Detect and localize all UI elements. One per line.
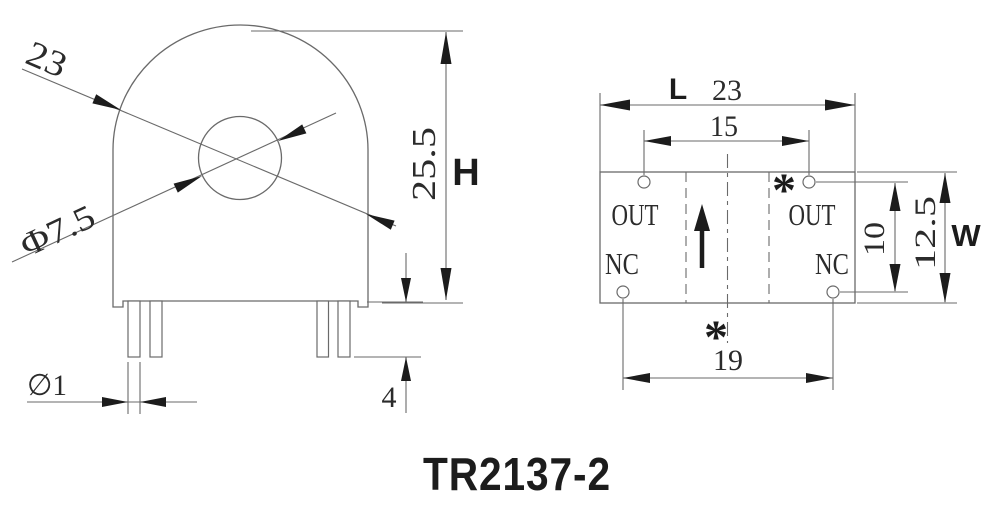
arrowhead bbox=[889, 183, 901, 211]
front-pin bbox=[127, 300, 141, 358]
current-direction-arrow bbox=[694, 204, 710, 268]
dim-outer-diameter-value: 23 bbox=[21, 33, 73, 85]
pin-label-nc-right: NC bbox=[815, 246, 849, 281]
pin-label-out-right: OUT bbox=[789, 197, 836, 232]
dim-height-value: 25.5 bbox=[406, 127, 443, 201]
dim-top-pin-spacing: 15 bbox=[643, 110, 810, 175]
arrowhead bbox=[782, 136, 809, 146]
dim-pin-diameter: ∅1 bbox=[27, 362, 197, 414]
front-pins bbox=[127, 300, 351, 358]
arrowhead bbox=[825, 99, 855, 111]
part-number: TR2137-2 bbox=[423, 448, 611, 500]
pin-nc-right bbox=[826, 285, 840, 299]
dim-pin-row-spacing-value: 10 bbox=[858, 222, 891, 256]
length-label: L bbox=[669, 73, 687, 106]
dim-height: 25.5 H bbox=[251, 30, 480, 304]
arrowhead bbox=[92, 94, 121, 110]
bottom-view: OUT OUT NC NC * * L 23 15 bbox=[599, 73, 981, 390]
front-pin bbox=[149, 300, 163, 358]
front-view: 23 Φ7.5 25.5 H 4 bbox=[11, 24, 480, 414]
height-label: H bbox=[452, 152, 479, 194]
front-hole bbox=[197, 115, 283, 201]
dim-hole-diameter-value: Φ7.5 bbox=[15, 198, 101, 264]
polarity-mark-top: * bbox=[772, 164, 796, 217]
arrowhead bbox=[440, 32, 452, 64]
arrowhead bbox=[401, 357, 411, 381]
arrowhead bbox=[401, 278, 411, 302]
front-pin bbox=[316, 300, 330, 358]
dim-top-pin-spacing-value: 15 bbox=[710, 110, 738, 143]
dim-width: 12.5 W bbox=[857, 171, 981, 304]
arrowhead bbox=[600, 99, 630, 111]
arrowhead bbox=[173, 176, 202, 193]
arrowhead bbox=[278, 124, 307, 141]
arrowhead bbox=[806, 373, 833, 383]
arrowhead bbox=[140, 397, 166, 407]
dim-pin-length: 4 bbox=[354, 253, 423, 414]
dim-bottom-pin-spacing-value: 19 bbox=[713, 344, 743, 377]
dim-length: L 23 bbox=[599, 73, 856, 172]
polarity-mark-bottom: * bbox=[704, 311, 728, 364]
pin-label-out-left: OUT bbox=[612, 197, 659, 232]
dim-pin-length-value: 4 bbox=[382, 381, 397, 414]
dim-bottom-pin-spacing: 19 bbox=[622, 299, 834, 390]
arrowhead bbox=[889, 264, 901, 292]
pin-label-nc-left: NC bbox=[605, 246, 639, 281]
front-body-outline bbox=[112, 24, 369, 308]
arrowhead bbox=[623, 373, 650, 383]
dim-pin-diameter-value: ∅1 bbox=[27, 369, 67, 402]
arrowhead bbox=[440, 268, 452, 300]
width-label: W bbox=[951, 218, 981, 253]
front-pin bbox=[337, 300, 351, 358]
arrowhead bbox=[939, 173, 951, 203]
pin-out-right bbox=[802, 175, 816, 189]
dim-length-value: 23 bbox=[712, 74, 742, 107]
arrowhead bbox=[939, 273, 951, 303]
arrowhead bbox=[366, 214, 395, 230]
arrowhead bbox=[102, 397, 128, 407]
dim-pin-row-spacing: 10 bbox=[816, 181, 908, 293]
dim-width-value: 12.5 bbox=[909, 196, 942, 270]
dim-hole-diameter: Φ7.5 bbox=[11, 112, 337, 265]
pin-out-left bbox=[637, 175, 651, 189]
pin-nc-left bbox=[616, 285, 630, 299]
arrowhead bbox=[644, 136, 671, 146]
